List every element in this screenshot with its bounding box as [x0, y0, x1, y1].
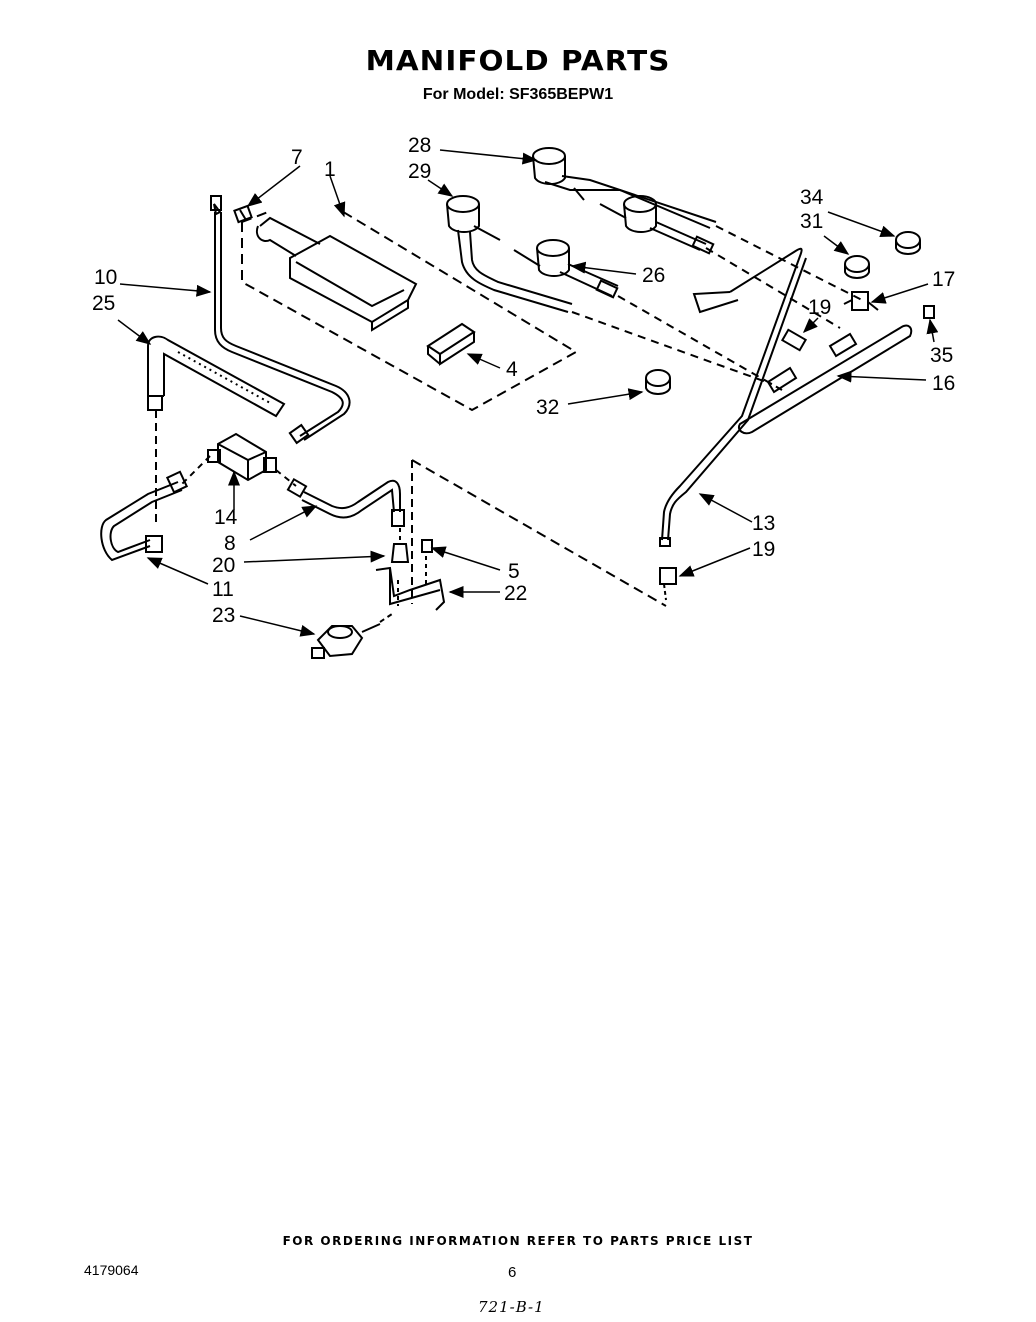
callout-23: 23 [212, 604, 235, 627]
callout-34: 34 [800, 186, 824, 209]
callout-28: 28 [408, 134, 431, 157]
callout-10: 10 [94, 266, 117, 289]
callout-7: 7 [291, 146, 303, 169]
callout-32: 32 [536, 396, 559, 419]
part-pipe-8 [286, 477, 405, 527]
part-burner-rear-right [599, 195, 715, 255]
part-orifice-5 [421, 539, 433, 553]
callout-19b: 19 [752, 538, 775, 561]
oven-frame-dashed [241, 209, 578, 412]
part-knob-31 [844, 255, 870, 279]
callout-11: 11 [212, 578, 234, 601]
part-bracket-22 [375, 556, 446, 611]
callout-numbers: 7 1 10 25 4 28 29 26 34 31 17 19 35 16 3… [92, 134, 955, 627]
callout-leaders [117, 149, 939, 637]
callout-35: 35 [930, 344, 953, 367]
callout-29: 29 [408, 160, 431, 183]
part-burner-28 [532, 147, 717, 229]
callout-1: 1 [324, 158, 336, 181]
part-fitting-7 [233, 204, 253, 224]
document-number: 4179064 [84, 1262, 139, 1278]
leader-dash-14-8 [275, 469, 297, 487]
page-title: MANIFOLD PARTS [365, 44, 671, 77]
part-safety-valve-14 [207, 432, 277, 482]
callout-4: 4 [506, 358, 518, 381]
leader-dash-14-11 [181, 455, 211, 485]
callout-5: 5 [508, 560, 520, 583]
handwritten-note: 721-B-1 [478, 1298, 545, 1316]
callout-22: 22 [504, 582, 527, 605]
callout-20: 20 [212, 554, 235, 577]
callout-17: 17 [932, 268, 955, 291]
part-regulator-23 [311, 613, 393, 659]
part-knob-34 [895, 231, 921, 255]
page-number: 6 [508, 1264, 517, 1281]
part-valve-17 [843, 291, 879, 311]
callout-31: 31 [800, 210, 823, 233]
callout-26: 26 [642, 264, 665, 287]
callout-16: 16 [932, 372, 955, 395]
part-fitting-35 [923, 305, 935, 319]
ordering-info-footer: FOR ORDERING INFORMATION REFER TO PARTS … [282, 1234, 754, 1248]
callout-19a: 19 [808, 296, 831, 319]
part-fitting-19-upper [780, 328, 808, 352]
model-subtitle: For Model: SF365BEPW1 [422, 86, 614, 103]
callout-8: 8 [224, 532, 236, 555]
part-burner-29 [446, 195, 573, 313]
part-orifice-20 [390, 528, 410, 563]
part-pipe-10 [210, 195, 351, 445]
part-bracket [426, 322, 476, 366]
part-knob-32 [645, 369, 671, 395]
part-burner-26 [513, 239, 619, 299]
part-pipe-13 [659, 247, 807, 547]
part-fitting-19-lower [659, 567, 677, 601]
callout-13: 13 [752, 512, 775, 535]
part-oven-burner [256, 216, 418, 332]
part-pipe-11 [100, 470, 189, 562]
callout-25: 25 [92, 292, 115, 315]
burner-leader-dashes [571, 225, 863, 391]
leader-dash-center [411, 459, 667, 607]
callout-14: 14 [214, 506, 238, 529]
part-burner-tube-25 [147, 335, 286, 418]
